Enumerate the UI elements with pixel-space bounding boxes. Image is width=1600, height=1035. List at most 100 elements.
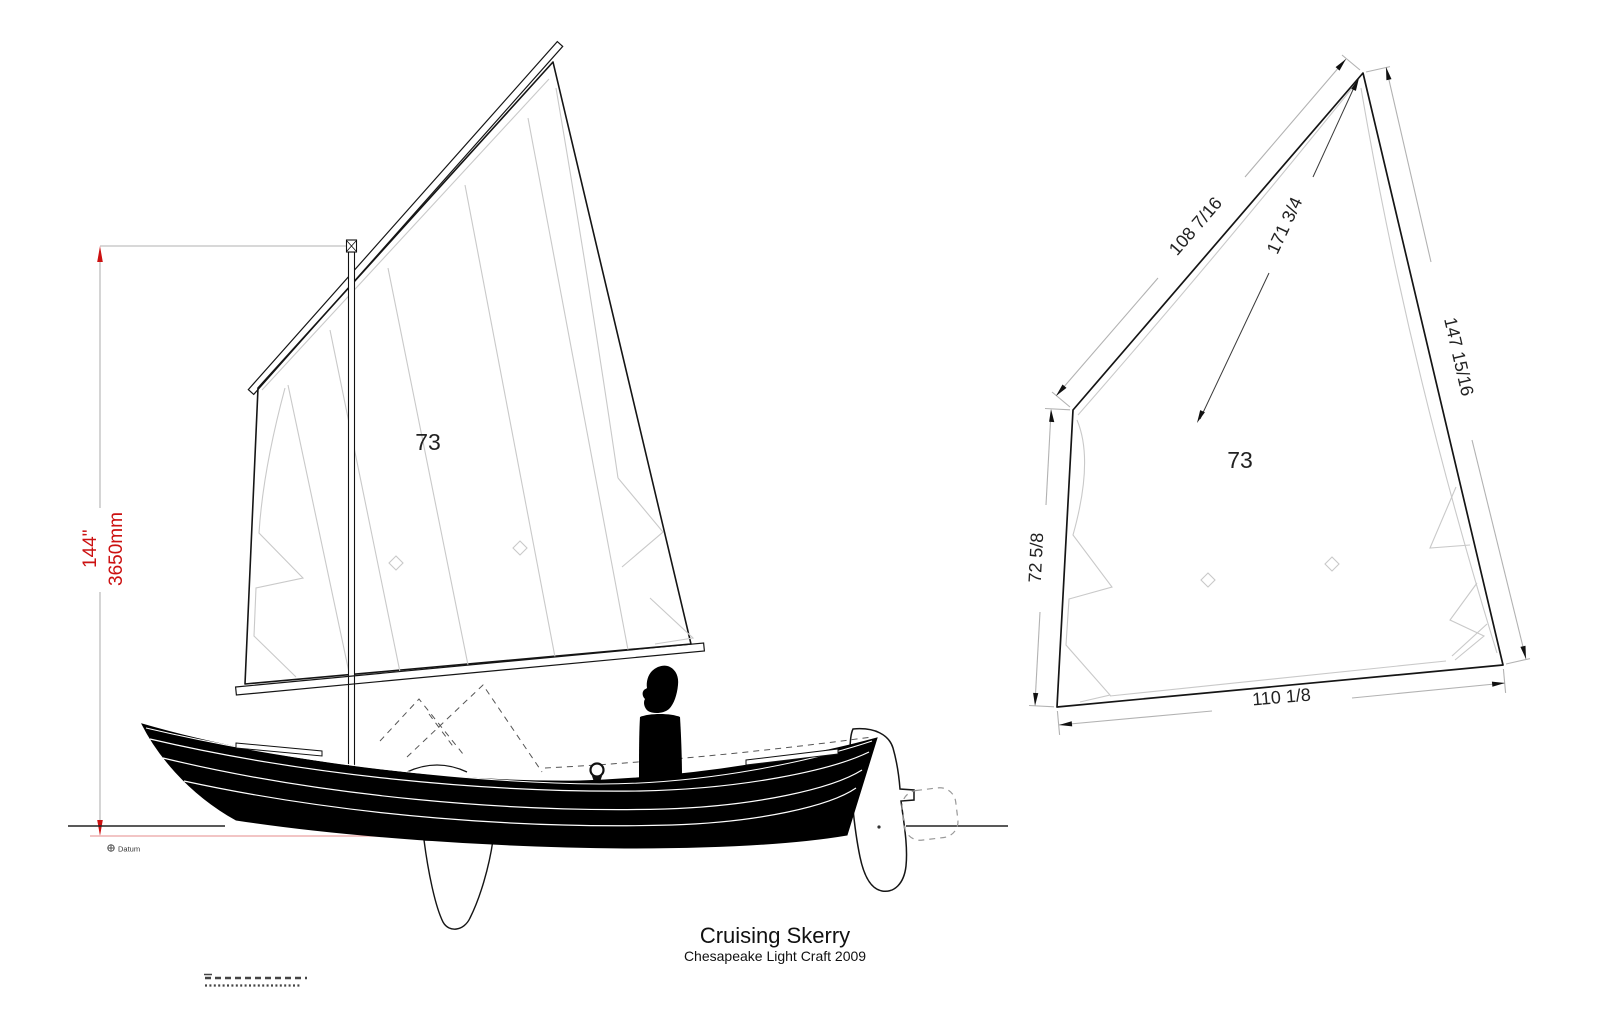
hull-silhouette [141, 723, 878, 849]
mast [345, 239, 358, 768]
foot-dim-line [1058, 710, 1213, 726]
sail-outline [1056, 72, 1504, 708]
diagonal-dim-arrow [1351, 78, 1359, 91]
thwart-forward [235, 742, 323, 757]
mast-height-dimension: 144" 3650mm [80, 245, 470, 837]
sail-plan-view: 73 108 7/16 171 3/4 147 15/ [1025, 54, 1531, 735]
leech-dim-tick [1365, 66, 1391, 73]
luff-reef-zigzag [253, 387, 305, 678]
leech-dim-arrow [1386, 67, 1392, 81]
head-dim-arrow [1335, 59, 1346, 71]
foot-round-line [1109, 660, 1447, 697]
leech-dim-arrow [1520, 645, 1526, 659]
sail-number-profile: 73 [415, 429, 441, 455]
sail-plan-construction [1065, 81, 1498, 703]
crew-head [642, 665, 679, 714]
mainsail-profile-construction [253, 78, 695, 678]
profile-view: 144" 3650mm Datum [68, 40, 1008, 987]
luff-dim-label: 72 5/8 [1025, 532, 1048, 583]
height-arrow-down [97, 820, 103, 836]
sail-seam [329, 329, 401, 673]
sail-diamond-mark [1324, 556, 1340, 572]
datum-callout: Datum [107, 844, 140, 854]
stowed-spar-dashed [428, 713, 456, 750]
stowed-spar-dashed [379, 698, 464, 755]
sail-diamond-mark [1200, 572, 1216, 588]
luff-dim-tick [1044, 407, 1071, 411]
boom-spar [234, 642, 706, 696]
luff-dim-line [1045, 411, 1052, 506]
leech-dim-tick [1505, 658, 1531, 665]
rudder-pintle-dot [877, 825, 881, 829]
leech-dim-label: 147 15/16 [1440, 315, 1478, 398]
diagonal-dim-label: 171 3/4 [1263, 194, 1307, 257]
datum-label: Datum [118, 845, 140, 854]
sail-seam [464, 184, 556, 658]
sail-seam [387, 267, 469, 666]
sail-number-plan: 73 [1227, 447, 1253, 473]
strake-line [183, 780, 857, 827]
foot-dim-arrow [1491, 681, 1505, 687]
sheer-strake-line [145, 727, 873, 785]
mainsail-profile [244, 61, 692, 685]
luff-dim-tick [1028, 704, 1055, 708]
head-dim-label: 108 7/16 [1165, 193, 1226, 259]
hidden-lines [379, 684, 873, 773]
leech-dimension: 147 15/16 [1365, 66, 1531, 665]
leech-reef-zigzag [649, 597, 695, 645]
foot-dim-arrow [1059, 721, 1073, 727]
height-label-imperial: 144" [80, 530, 101, 568]
head-dimension: 108 7/16 [1051, 54, 1361, 408]
leech-round-line [555, 87, 619, 479]
height-arrow-up [97, 246, 103, 262]
head-dim-tick [1341, 54, 1361, 71]
diagonal-dim-arrow [1197, 410, 1205, 423]
scale-bar [204, 973, 307, 987]
diagonal-dim-line [1199, 272, 1270, 420]
sail-diamond-mark [512, 540, 528, 556]
strake-line [149, 738, 870, 792]
leech-dim-line [1385, 66, 1432, 263]
hull-strakes [145, 727, 873, 827]
head-inner-line [261, 78, 550, 391]
foot-dimension: 110 1/8 [1056, 668, 1507, 735]
diagonal-dim-line [1312, 80, 1358, 178]
luff-dim-arrow [1033, 692, 1039, 706]
trunk-cap [406, 764, 468, 773]
head-round-line [1077, 81, 1358, 416]
drawing-title: Cruising Skerry [699, 923, 851, 948]
head-dim-tick [1051, 391, 1071, 408]
skeg [423, 839, 494, 930]
head-dim-line [1244, 58, 1347, 178]
foot-dim-tick [1056, 710, 1061, 735]
mast-spar [347, 251, 356, 768]
foot-dim-label: 110 1/8 [1251, 685, 1311, 710]
masthead-cap-cross [346, 240, 357, 252]
head-dim-arrow [1056, 384, 1067, 396]
foot-dim-tick [1502, 668, 1507, 693]
height-label-metric: 3650mm [106, 512, 127, 586]
crew-torso [639, 714, 682, 778]
luff-dim-line [1034, 611, 1041, 704]
yard-spar [247, 40, 564, 396]
mainsheet-ring [589, 762, 605, 778]
sail-seam [527, 117, 629, 651]
luff-dim-arrow [1049, 409, 1055, 423]
tiller-dashed-outline [901, 787, 959, 841]
leech-reef-zigzag [1429, 486, 1471, 549]
drawing-subtitle: Chesapeake Light Craft 2009 [683, 948, 867, 964]
crew-silhouette [639, 665, 682, 778]
stowed-spar-dashed [406, 684, 543, 773]
foot-dim-line [1351, 682, 1506, 699]
leech-dim-line [1471, 439, 1527, 660]
leech-reef-zigzag [617, 477, 664, 568]
sheer-hidden-line [544, 736, 873, 769]
strake-line [162, 757, 863, 811]
sail-seam [287, 384, 351, 678]
diagonal-dimension: 171 3/4 [1197, 78, 1359, 423]
luff-dimension: 72 5/8 [1025, 407, 1071, 708]
luff-reef-zigzag [1065, 419, 1113, 703]
thwart-aft [745, 748, 839, 766]
